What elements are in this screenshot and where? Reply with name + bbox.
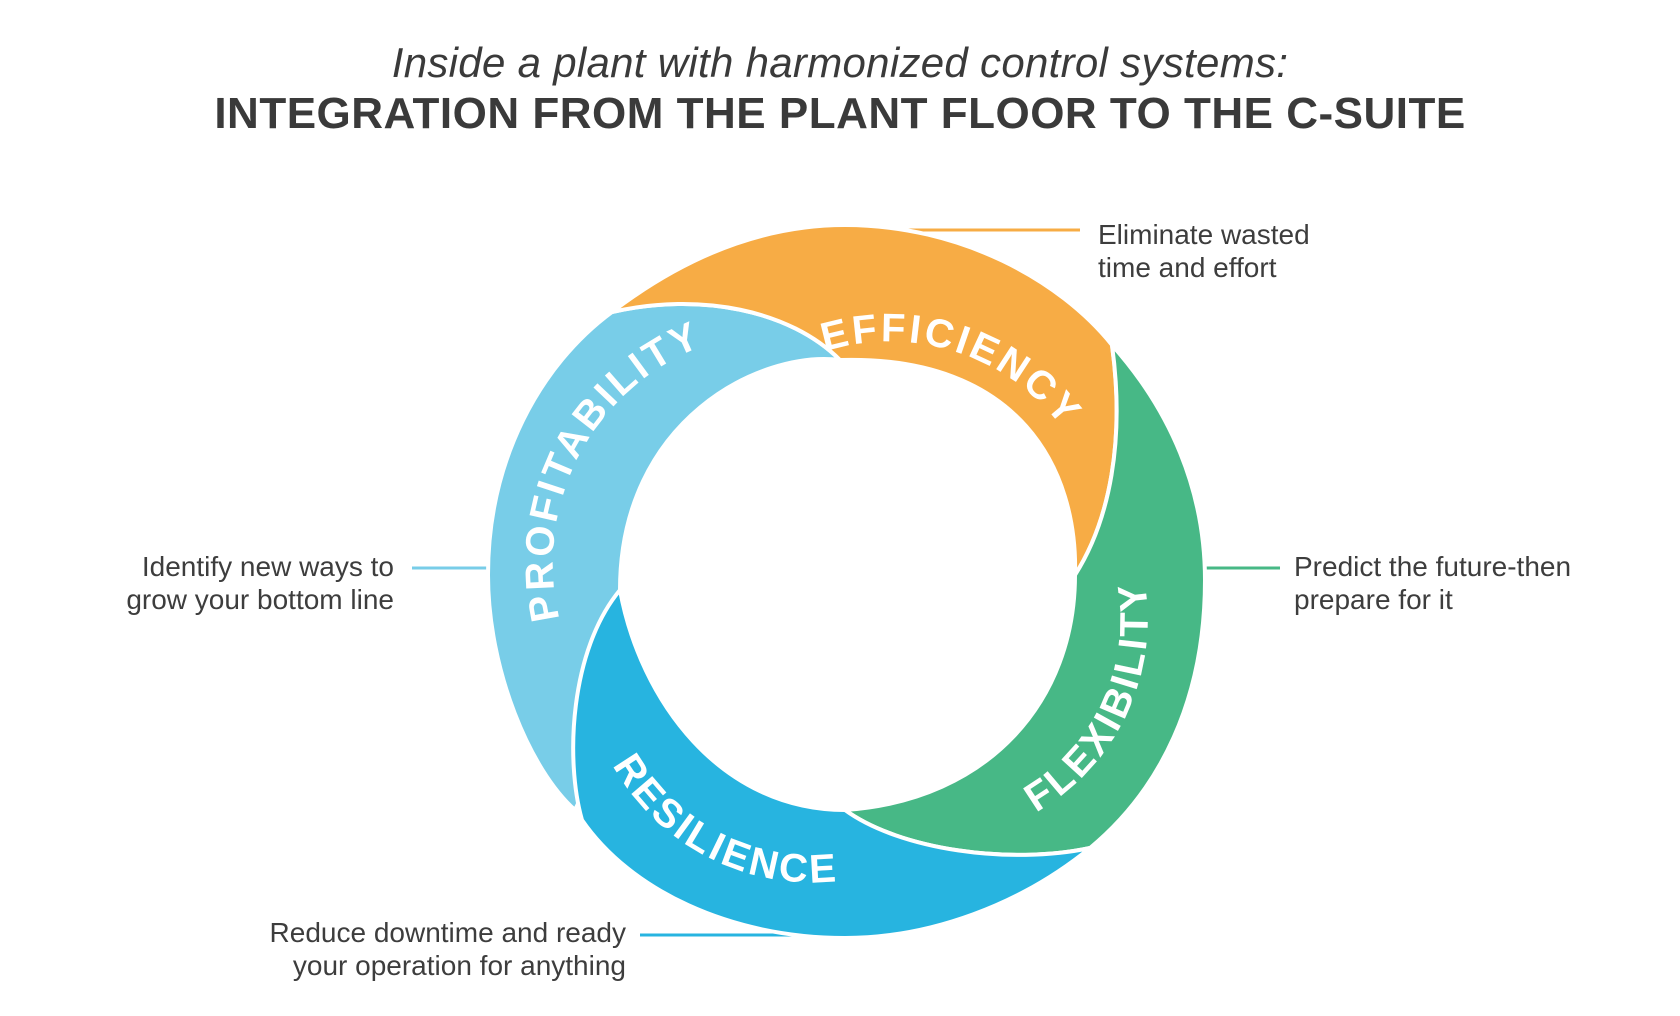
- title-block: Inside a plant with harmonized control s…: [0, 38, 1680, 140]
- efficiency-callout-line-2: time and effort: [1098, 252, 1277, 283]
- flexibility-callout: Predict the future-then prepare for it: [1294, 550, 1571, 616]
- resilience-callout-line-1: Reduce downtime and ready: [269, 917, 626, 948]
- resilience-callout: Reduce downtime and ready your operation…: [270, 916, 626, 982]
- subtitle: Inside a plant with harmonized control s…: [391, 39, 1289, 86]
- profitability-callout-line-1: Identify new ways to: [141, 551, 394, 582]
- profitability-callout-line-2: grow your bottom line: [126, 584, 394, 615]
- page-title: INTEGRATION FROM THE PLANT FLOOR TO THE …: [214, 89, 1466, 138]
- resilience-segment: [571, 588, 1092, 940]
- efficiency-callout: Eliminate wasted time and effort: [1098, 218, 1310, 284]
- flexibility-callout-line-1: Predict the future-then: [1294, 551, 1572, 582]
- flexibility-callout-line-2: prepare for it: [1294, 584, 1453, 615]
- efficiency-callout-line-1: Eliminate wasted: [1098, 219, 1310, 250]
- resilience-callout-line-2: your operation for anything: [292, 950, 626, 981]
- profitability-callout: Identify new ways to grow your bottom li…: [126, 550, 394, 616]
